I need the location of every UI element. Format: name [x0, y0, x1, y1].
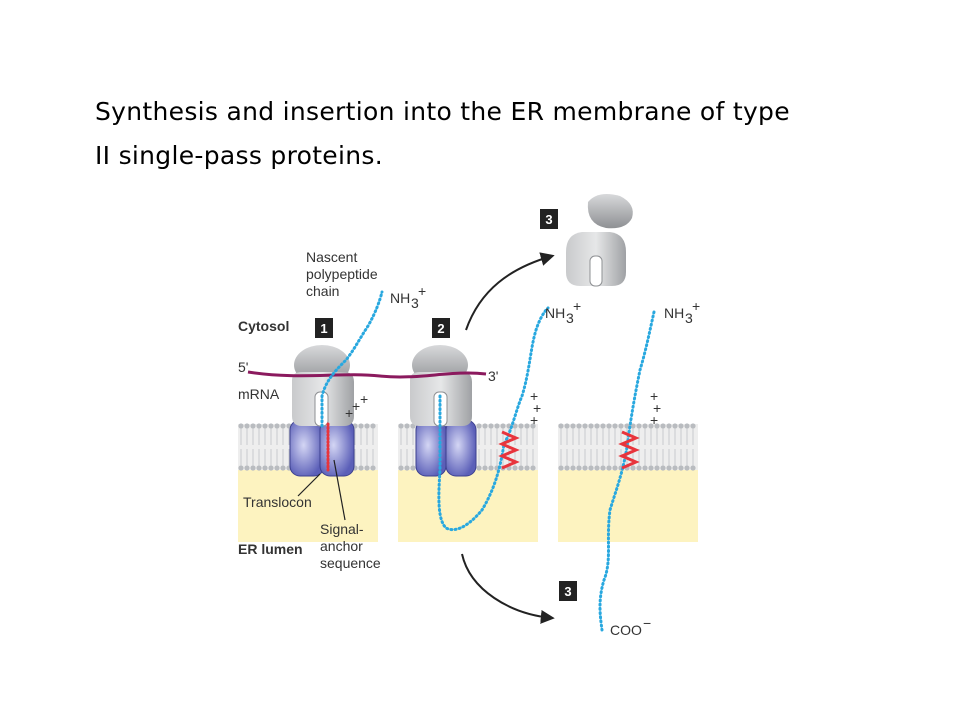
svg-text:+: + — [352, 398, 360, 414]
charges-1: + + + — [345, 391, 368, 421]
svg-text:3: 3 — [685, 310, 693, 326]
svg-text:+: + — [650, 388, 658, 404]
nh3-label-1: NH 3 + — [390, 283, 426, 311]
svg-text:3: 3 — [566, 310, 574, 326]
translocon-icon — [415, 419, 477, 477]
label-five-prime: 5' — [238, 359, 248, 375]
svg-text:COO: COO — [610, 622, 642, 638]
polypeptide-chain-3 — [598, 310, 656, 632]
polypeptide-chain-1 — [320, 290, 384, 428]
charges-2: + + + — [530, 388, 541, 428]
label-polypeptide: polypeptide — [306, 266, 378, 282]
label-anchor: anchor — [320, 538, 363, 554]
step-2-badge: 2 — [432, 318, 450, 338]
lumen-panel-1 — [238, 470, 378, 542]
signal-anchor-2 — [498, 430, 520, 470]
svg-text:3: 3 — [564, 584, 571, 599]
charges-3: + + + — [650, 388, 661, 428]
svg-text:3: 3 — [411, 295, 419, 311]
label-mrna: mRNA — [238, 386, 280, 402]
signal-anchor-leader — [333, 459, 346, 521]
label-signal: Signal- — [320, 521, 364, 537]
arrow-icon — [465, 252, 555, 331]
svg-text:3: 3 — [545, 212, 552, 227]
svg-text:1: 1 — [320, 321, 327, 336]
nh3-label-2: NH 3 + — [545, 298, 581, 326]
step-3-badge-bottom: 3 — [559, 581, 577, 601]
svg-text:+: + — [345, 405, 353, 421]
svg-text:+: + — [692, 298, 700, 314]
svg-text:+: + — [530, 388, 538, 404]
label-er-lumen: ER lumen — [238, 541, 303, 557]
nh3-label-3: NH 3 + — [664, 298, 700, 326]
svg-text:+: + — [533, 400, 541, 416]
svg-text:2: 2 — [437, 321, 444, 336]
lumen-panel-3 — [558, 470, 698, 542]
mrna-strand — [247, 370, 487, 379]
svg-text:+: + — [418, 283, 426, 299]
label-three-prime: 3' — [488, 368, 498, 384]
svg-text:+: + — [650, 412, 658, 428]
translocon-leader — [297, 473, 321, 497]
label-nascent: Nascent — [306, 249, 357, 265]
step-1-badge: 1 — [315, 318, 333, 338]
step-3-badge-top: 3 — [540, 209, 558, 229]
signal-anchor-3 — [618, 430, 640, 470]
translocon-icon — [289, 419, 355, 477]
label-sequence: sequence — [320, 555, 381, 571]
svg-text:NH: NH — [545, 305, 565, 321]
label-cytosol: Cytosol — [238, 318, 289, 334]
svg-text:+: + — [653, 400, 661, 416]
title-line-1: Synthesis and insertion into the ER memb… — [95, 97, 790, 126]
svg-text:+: + — [573, 298, 581, 314]
lumen-panel-2 — [398, 470, 538, 542]
ribosome-icon — [566, 194, 633, 287]
svg-text:−: − — [643, 615, 651, 631]
svg-text:+: + — [530, 412, 538, 428]
title-line-2: II single-pass proteins. — [95, 141, 383, 170]
label-translocon: Translocon — [243, 494, 312, 510]
slide-title: Synthesis and insertion into the ER memb… — [95, 90, 925, 178]
arrow-icon — [461, 553, 555, 624]
svg-text:+: + — [360, 391, 368, 407]
svg-text:NH: NH — [664, 305, 684, 321]
coo-label: COO − — [610, 615, 651, 638]
svg-text:NH: NH — [390, 290, 410, 306]
label-chain: chain — [306, 283, 339, 299]
